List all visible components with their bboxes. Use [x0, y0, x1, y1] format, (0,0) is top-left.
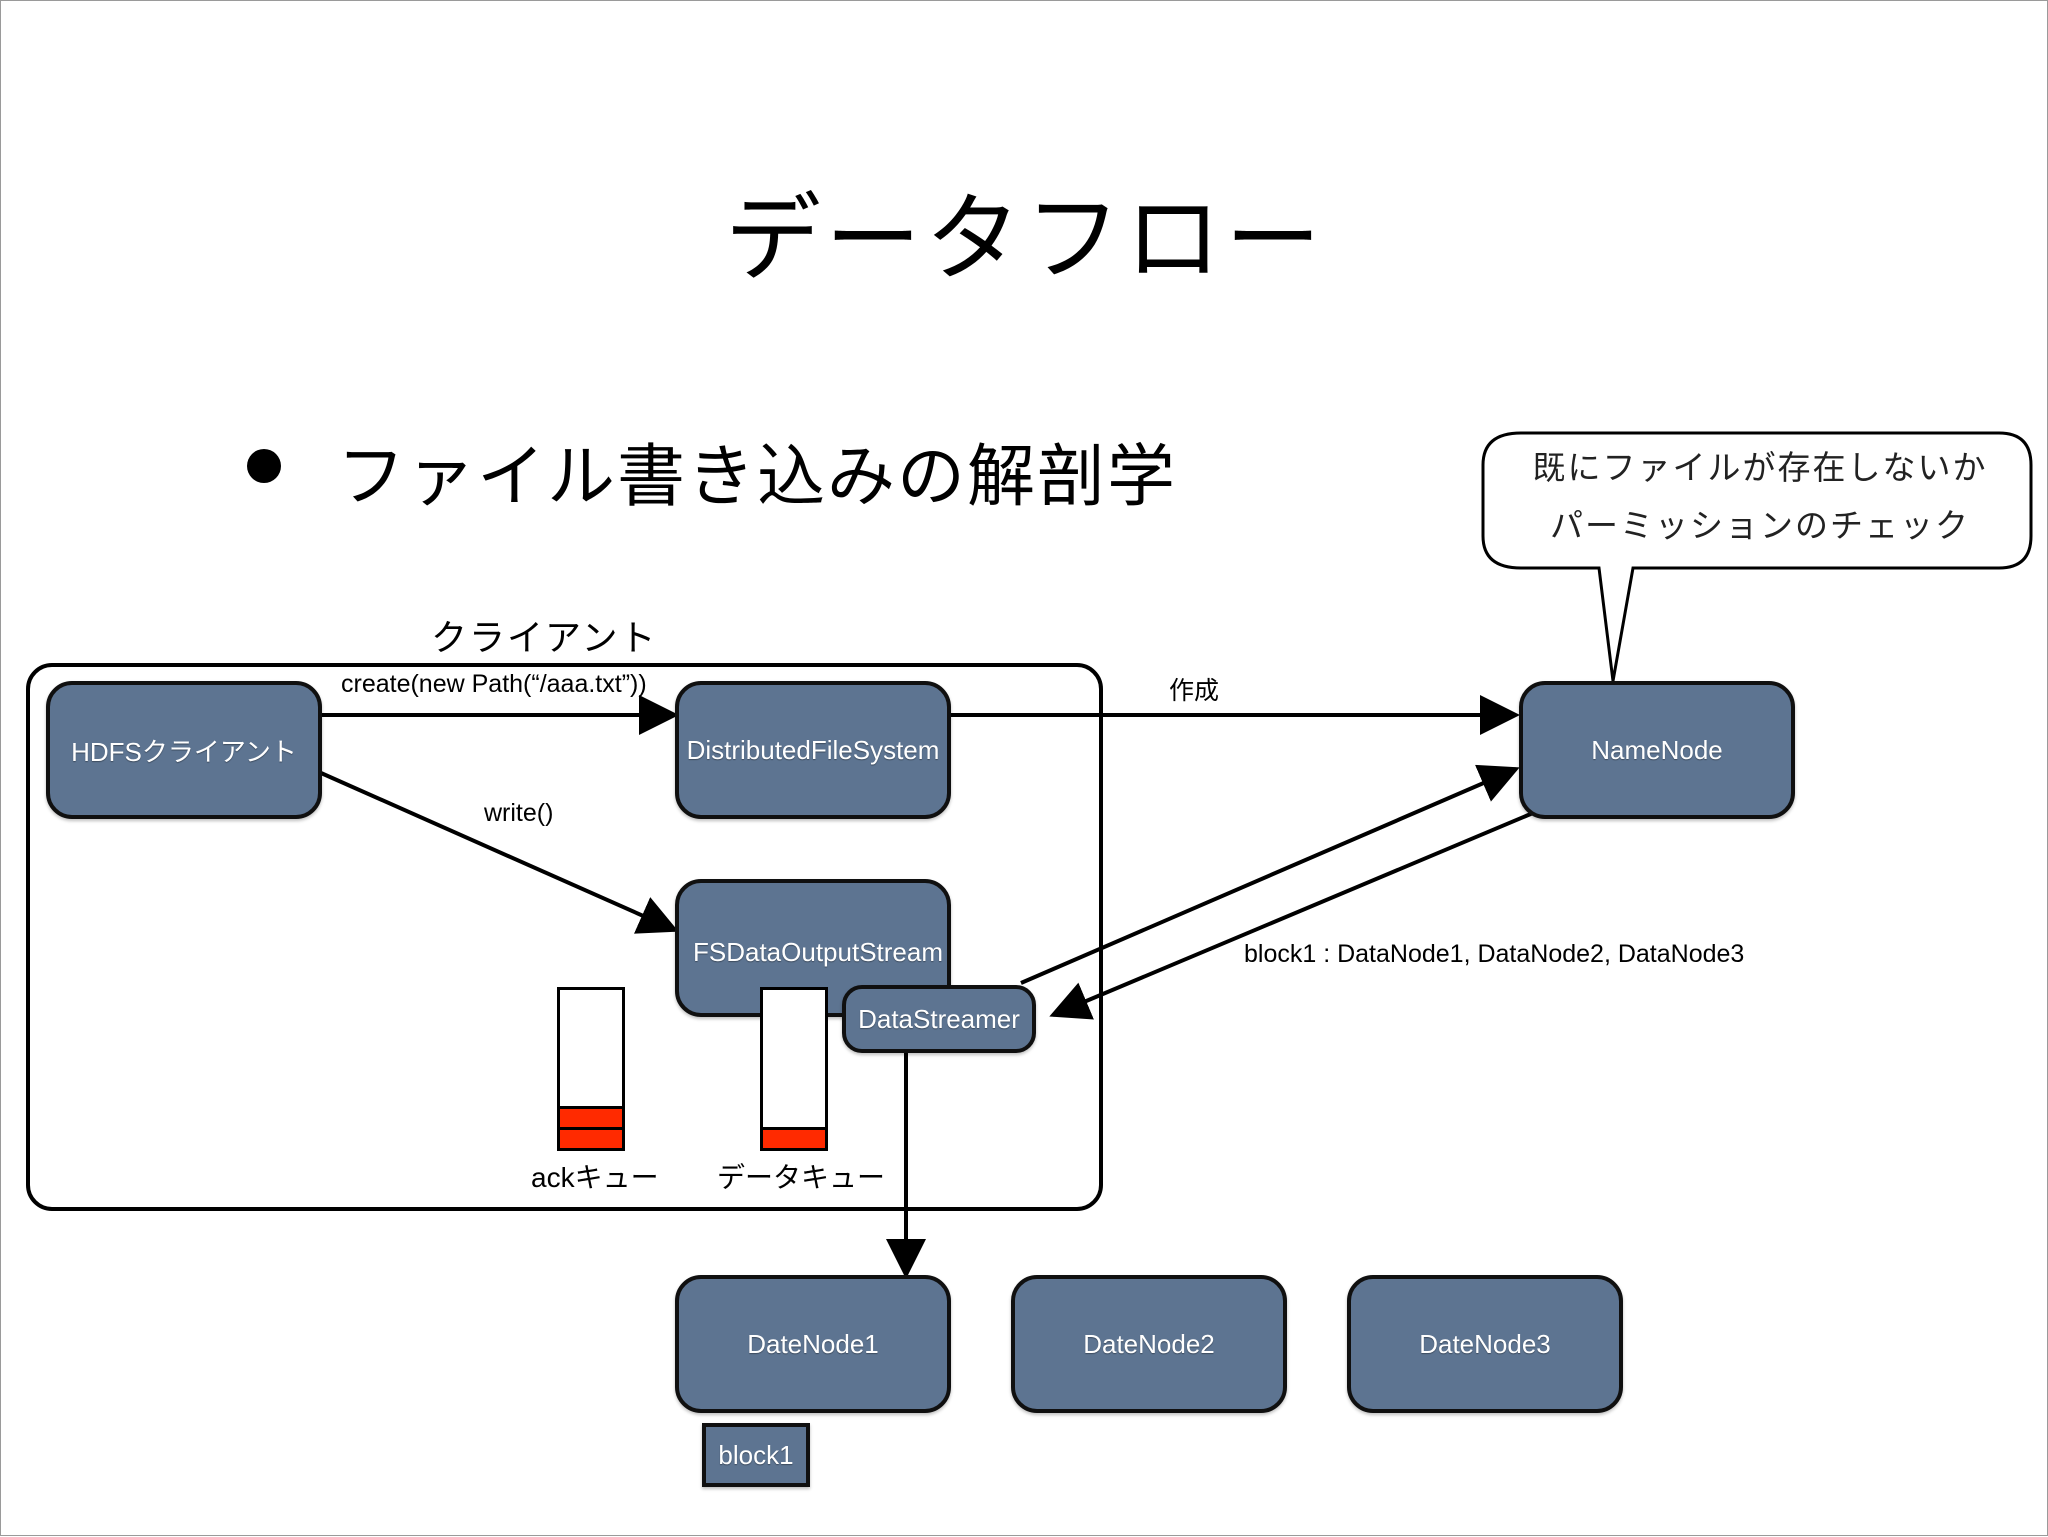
ack-queue-cell [560, 1106, 622, 1127]
data-queue-cell [763, 1127, 825, 1148]
slide-title: データフロー [725, 183, 1325, 295]
node-datenode2[interactable]: DateNode2 [1011, 1275, 1287, 1413]
callout-text: 既にファイルが存在しないか パーミッションのチェック [1485, 439, 2035, 555]
edge-block-list-label: block1 : DataNode1, DataNode2, DataNode3 [1244, 940, 1745, 968]
ack-queue-label: ackキュー [531, 1162, 659, 1193]
edge-make-label: 作成 [1169, 677, 1220, 705]
edge-create-label: create(new Path(“/aaa.txt”)) [341, 670, 647, 698]
edge-write-label: write() [484, 799, 554, 827]
callout-line-1: 既にファイルが存在しないか [1532, 448, 1988, 487]
data-queue [760, 987, 828, 1151]
callout-line-2: パーミッションのチェック [1550, 506, 1970, 545]
node-data-streamer[interactable]: DataStreamer [842, 985, 1036, 1053]
node-block1[interactable]: block1 [702, 1423, 810, 1487]
node-datenode3[interactable]: DateNode3 [1347, 1275, 1623, 1413]
ack-queue [557, 987, 625, 1151]
node-datenode1[interactable]: DateNode1 [675, 1275, 951, 1413]
client-group-frame [26, 663, 1103, 1211]
data-queue-label: データキュー [717, 1162, 886, 1193]
node-distributed-file-system[interactable]: DistributedFileSystem [675, 681, 951, 819]
node-namenode[interactable]: NameNode [1519, 681, 1795, 819]
client-group-label: クライアント [431, 618, 658, 659]
edge-streamer-to-namenode-arrow [1020, 764, 1520, 985]
edge-write-arrow [320, 771, 679, 934]
ack-queue-cell [560, 1127, 622, 1148]
bullet-dot [247, 449, 281, 483]
bullet-text: ファイル書き込みの解剖学 [337, 438, 1178, 517]
node-hdfs-client[interactable]: HDFSクライアント [46, 681, 322, 819]
edge-namenode-to-streamer-arrow [1049, 811, 1534, 1020]
